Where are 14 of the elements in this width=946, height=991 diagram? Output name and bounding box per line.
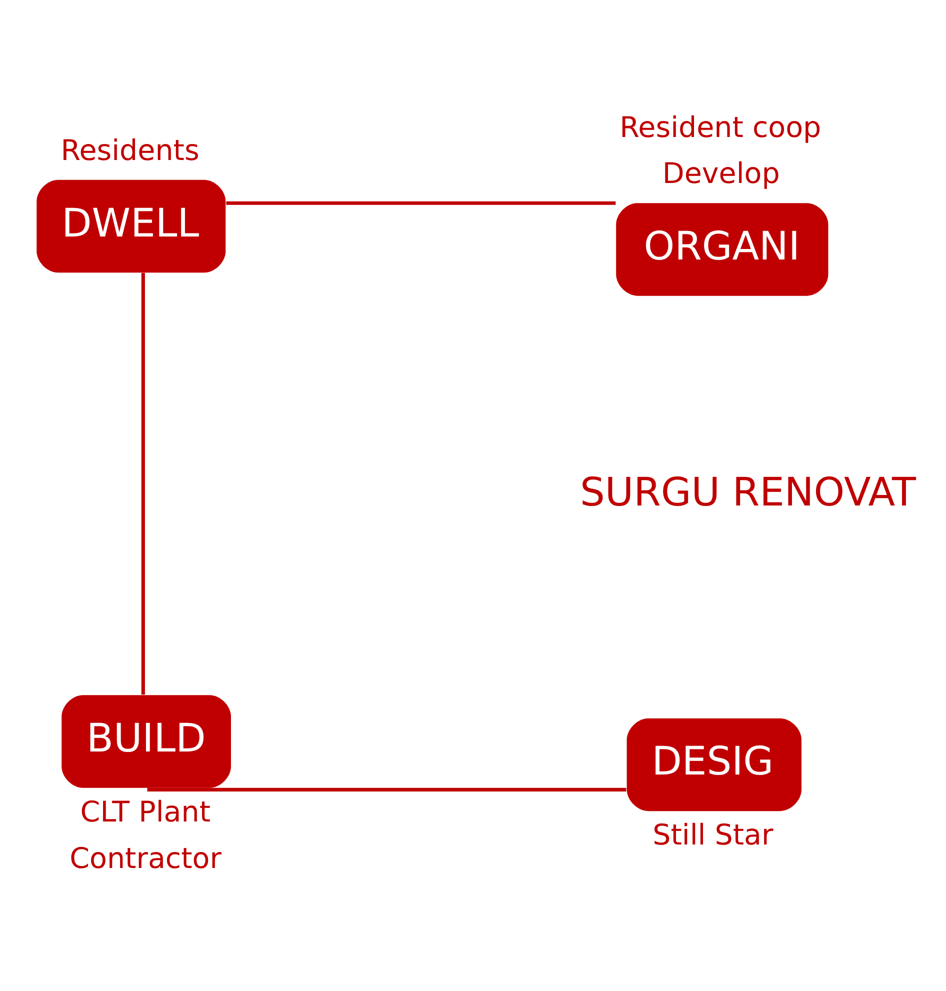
node-box: DWELL xyxy=(36,180,226,273)
node-box: BUILD xyxy=(62,695,231,788)
node-label: Still Star xyxy=(652,818,774,852)
connector xyxy=(147,788,626,792)
node-label: Residents xyxy=(60,134,200,167)
node-label: Develop xyxy=(662,157,780,190)
node-box: DESIG xyxy=(626,718,802,812)
node-box: ORGANI xyxy=(616,203,828,296)
connector xyxy=(226,201,616,205)
node-label: CLT Plant xyxy=(80,795,211,828)
node-label: Resident coop xyxy=(620,110,822,144)
node-label: Contractor xyxy=(70,842,222,875)
label: SURGU RENOVAT xyxy=(580,470,916,516)
connector xyxy=(141,272,145,695)
